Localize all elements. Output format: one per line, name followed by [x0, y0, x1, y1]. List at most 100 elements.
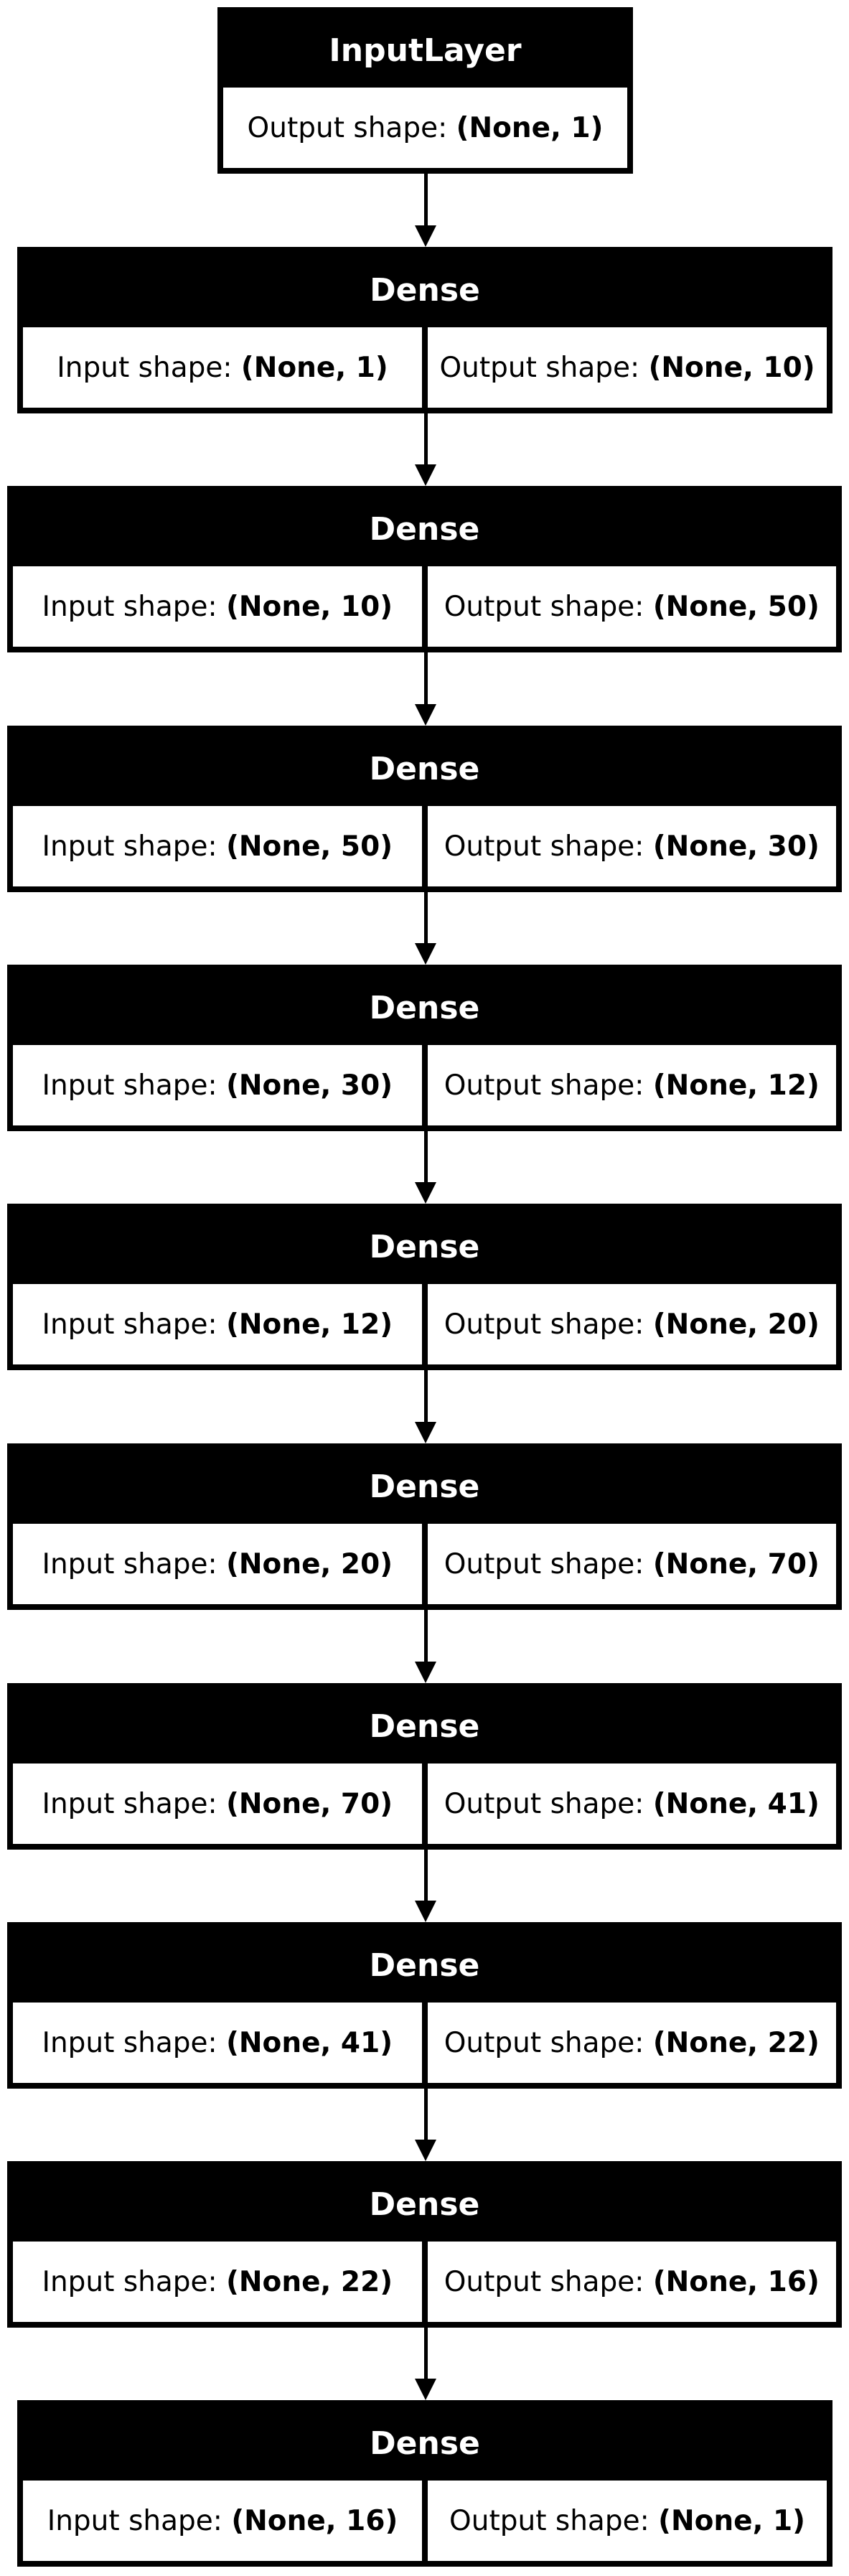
input-shape-label: Input shape:	[42, 2265, 227, 2298]
output-shape-value: (None, 30)	[652, 830, 820, 863]
input-shape-label: Input shape:	[42, 590, 227, 623]
output-shape-field: Output shape: (None, 30)	[427, 806, 836, 886]
layer-shape-fields: Input shape: (None, 12) Output shape: (No…	[13, 1284, 836, 1364]
arrow-head-icon	[415, 225, 436, 247]
input-shape-label: Input shape:	[42, 2026, 227, 2059]
layer-name: Dense	[369, 2186, 480, 2223]
connector-line	[424, 1370, 428, 1423]
input-shape-field: Input shape: (None, 50)	[13, 806, 422, 886]
input-shape-value: (None, 70)	[226, 1787, 393, 1820]
output-shape-label: Output shape:	[439, 351, 649, 384]
output-shape-value: (None, 70)	[652, 1547, 820, 1580]
layer-name: Dense	[369, 989, 480, 1026]
output-shape-field: Output shape: (None, 16)	[427, 2242, 836, 2322]
input-shape-label: Input shape:	[42, 1787, 227, 1820]
input-shape-label: Input shape:	[47, 2504, 232, 2537]
input-shape-value: (None, 50)	[226, 830, 393, 863]
output-shape-label: Output shape:	[444, 830, 653, 863]
output-shape-label: Output shape:	[444, 2026, 653, 2059]
input-shape-field: Input shape: (None, 22)	[13, 2242, 422, 2322]
output-shape-label: Output shape:	[444, 590, 653, 623]
input-shape-label: Input shape:	[42, 1547, 227, 1580]
output-shape-field: Output shape: (None, 10)	[428, 327, 827, 408]
output-shape-value: (None, 22)	[652, 2026, 820, 2059]
input-shape-value: (None, 10)	[226, 590, 393, 623]
layer-shape-fields: Input shape: (None, 22)Output shape: (No…	[13, 2242, 836, 2322]
output-shape-value: (None, 20)	[652, 1308, 820, 1341]
input-shape-label: Input shape:	[42, 1308, 227, 1341]
output-shape-field: Output shape: (None, 1)	[428, 2481, 827, 2561]
input-shape-field: Input shape: (None, 16)	[23, 2481, 422, 2561]
input-shape-value: (None, 41)	[226, 2026, 393, 2059]
layer-name: Dense	[369, 1947, 480, 1984]
output-shape-field: Output shape: (None, 50)	[427, 566, 836, 647]
output-shape-value: (None, 41)	[652, 1787, 820, 1820]
output-shape-value: (None, 50)	[652, 590, 820, 623]
arrow-head-icon	[415, 1422, 436, 1443]
connector-line	[424, 2328, 428, 2380]
output-shape-value: (None, 16)	[652, 2265, 820, 2298]
output-shape-label: Output shape:	[444, 2265, 653, 2298]
layer-shape-fields: Input shape: (None, 50)Output shape: (No…	[13, 806, 836, 886]
output-shape-value: (None, 12)	[652, 1069, 820, 1102]
arrow-head-icon	[415, 943, 436, 965]
layer-name: Dense	[369, 1228, 480, 1265]
input-shape-label: Input shape:	[57, 351, 241, 384]
output-shape-field: Output shape: (None, 1)	[223, 88, 627, 168]
arrow-head-icon	[415, 464, 436, 486]
output-shape-label: Output shape:	[247, 111, 456, 144]
layer-shape-fields: Input shape: (None, 16)Output shape: (No…	[23, 2481, 827, 2561]
layer-name: Dense	[370, 271, 480, 309]
input-shape-value: (None, 12)	[226, 1308, 393, 1341]
input-shape-field: Input shape: (None, 70)	[13, 1764, 422, 1844]
connector-line	[424, 652, 428, 706]
output-shape-value: (None, 10)	[648, 351, 815, 384]
input-shape-value: (None, 16)	[231, 2504, 398, 2537]
input-shape-field: Input shape: (None, 12)	[13, 1284, 422, 1364]
input-shape-field: Input shape: (None, 10)	[13, 566, 422, 647]
output-shape-label: Output shape:	[444, 1069, 653, 1102]
input-shape-field: Input shape: (None, 20)	[13, 1524, 422, 1604]
input-shape-label: Input shape:	[42, 1069, 227, 1102]
input-shape-value: (None, 20)	[226, 1547, 393, 1580]
input-shape-value: (None, 1)	[240, 351, 388, 384]
input-shape-value: (None, 30)	[226, 1069, 393, 1102]
connector-line	[424, 1850, 428, 1902]
connector-line	[424, 2089, 428, 2141]
layer-shape-fields: Input shape: (None, 10)Output shape: (No…	[13, 566, 836, 647]
input-shape-field: Input shape: (None, 41)	[13, 2003, 422, 2083]
layer-name: InputLayer	[329, 32, 522, 69]
input-shape-field: Input shape: (None, 30)	[13, 1045, 422, 1125]
arrow-head-icon	[415, 1901, 436, 1922]
layer-name: Dense	[369, 1468, 480, 1505]
layer-name: Dense	[369, 750, 480, 787]
layer-name: Dense	[369, 510, 480, 548]
connector-line	[424, 1610, 428, 1663]
layer-shape-fields: Output shape: (None, 1)	[223, 88, 627, 168]
layer-shape-fields: Input shape: (None, 70) Output shape: (No…	[13, 1764, 836, 1844]
layer-name: Dense	[369, 1708, 480, 1745]
input-shape-label: Input shape:	[42, 830, 227, 863]
connector-line	[424, 413, 428, 466]
input-shape-field: Input shape: (None, 1)	[23, 327, 422, 408]
input-shape-value: (None, 22)	[226, 2265, 393, 2298]
output-shape-label: Output shape:	[444, 1787, 653, 1820]
output-shape-value: (None, 1)	[658, 2504, 805, 2537]
output-shape-value: (None, 1)	[456, 111, 604, 144]
output-shape-label: Output shape:	[444, 1308, 653, 1341]
output-shape-field: Output shape: (None, 12)	[427, 1045, 836, 1125]
connector-line	[424, 892, 428, 945]
layer-shape-fields: Input shape: (None, 41) Output shape: (No…	[13, 2003, 836, 2083]
arrow-head-icon	[415, 2140, 436, 2161]
layer-shape-fields: Input shape: (None, 20)Output shape: (No…	[13, 1524, 836, 1604]
arrow-head-icon	[415, 1662, 436, 1683]
